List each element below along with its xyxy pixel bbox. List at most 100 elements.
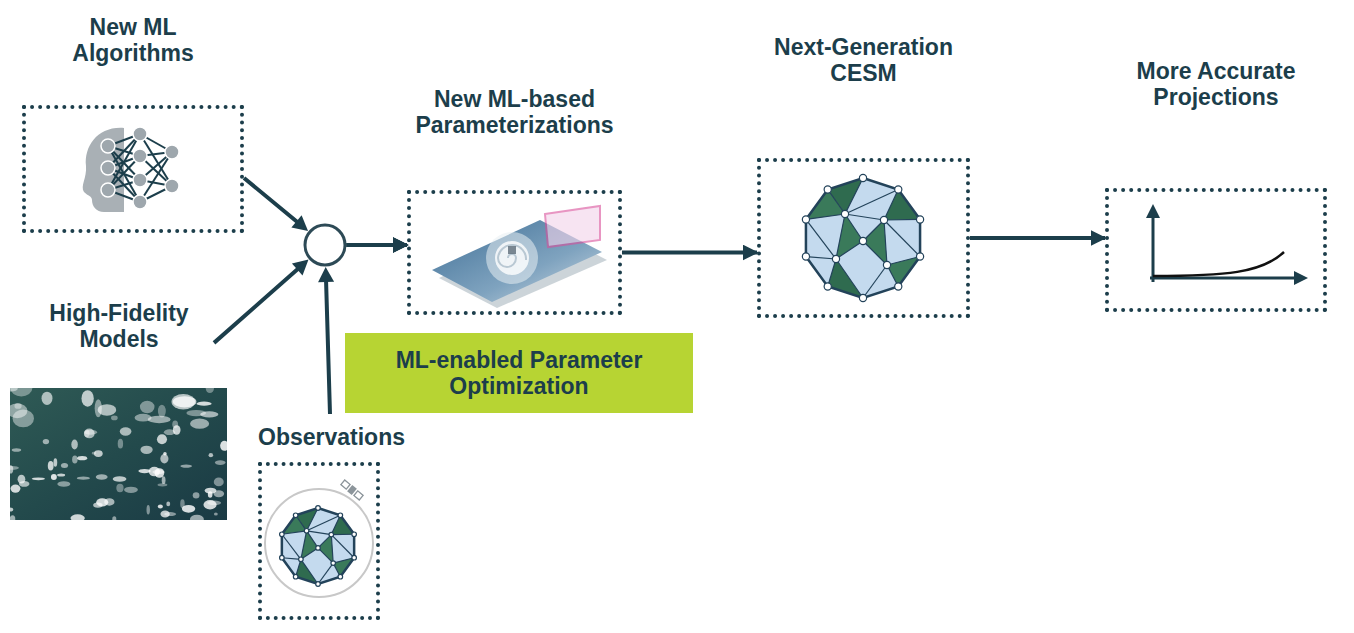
cesm-globe-icon-part — [859, 237, 866, 244]
observation-globe-icon-part-part — [341, 480, 350, 489]
neural-network-icon-part — [165, 179, 179, 193]
cesm-globe-icon — [802, 174, 923, 301]
hurricane-sheet-illustration-part — [495, 241, 529, 275]
observation-globe-icon-part — [338, 574, 343, 579]
observation-globe-icon-part — [293, 574, 298, 579]
observation-globe-icon-part — [280, 555, 285, 560]
cesm-globe-icon-part — [806, 214, 845, 219]
cesm-globe-icon-part — [887, 257, 920, 287]
observation-globe-icon-part — [331, 535, 333, 564]
arrowhead — [292, 260, 309, 276]
observation-globe-icon-part — [301, 548, 318, 559]
satellite-image-part — [81, 390, 93, 407]
satellite-image-part — [53, 458, 57, 467]
satellite-image-part — [166, 502, 170, 507]
dotted-box: New ML-based Parameterizations — [407, 190, 622, 315]
satellite-image-part — [186, 410, 206, 416]
cesm-globe-icon-part — [806, 257, 836, 259]
satellite-image-part — [207, 500, 221, 505]
satellite-image-part — [98, 404, 117, 416]
neural-network-icon-part — [83, 128, 124, 212]
cesm-globe-icon-part — [845, 214, 863, 241]
cesm-globe-icon-part — [916, 253, 923, 260]
satellite-image-part — [10, 507, 13, 511]
hurricane-sheet-illustration-part — [508, 246, 516, 254]
satellite-image-part — [215, 460, 226, 465]
satellite-image-part — [214, 490, 225, 497]
satellite-image-part — [162, 476, 166, 484]
satellite-image-part — [57, 481, 70, 487]
observation-globe-icon-part-part — [354, 491, 363, 500]
satellite-image-part — [157, 483, 167, 486]
satellite-image-part — [96, 474, 108, 480]
image-block: High-Fidelity Models — [10, 300, 228, 522]
hurricane-sheet-illustration-part — [486, 232, 538, 284]
satellite-image-part — [42, 392, 53, 405]
satellite-image-part — [51, 474, 57, 480]
satellite-image-part — [180, 464, 192, 467]
satellite-image-part — [214, 513, 218, 516]
satellite-image-part — [120, 427, 132, 435]
cesm-globe-icon-part — [859, 294, 866, 301]
cesm-globe-icon-part — [824, 283, 831, 290]
satellite-image-part — [77, 476, 90, 479]
satellite-image-part — [92, 452, 97, 455]
satellite-image-part — [10, 388, 32, 396]
hurricane-sheet-illustration-part — [545, 206, 600, 247]
observation-globe-icon-part — [299, 557, 304, 562]
observation-globe-icon-part — [316, 546, 321, 551]
satellite-image-part — [19, 481, 29, 487]
cesm-globe-icon-part — [824, 186, 831, 193]
observation-globe-icon-part — [331, 515, 340, 534]
satellite-image-part — [43, 439, 49, 444]
observation-globe-icon-part — [338, 513, 343, 518]
dotted-box: More Accurate Projections — [1105, 188, 1327, 312]
neural-network-icon-part — [101, 161, 115, 175]
cesm-globe-icon-part — [845, 214, 884, 220]
satellite-image-part — [11, 484, 21, 492]
arrowhead — [291, 215, 308, 231]
projection-chart-icon — [1146, 204, 1308, 285]
projection-chart-icon-part — [1294, 271, 1308, 285]
cesm-globe-icon-part — [863, 241, 887, 265]
node-heading: New ML-based Parameterizations — [395, 86, 635, 139]
projection-chart-icon-part — [1146, 204, 1160, 218]
neural-network-icon-part — [133, 149, 147, 163]
cesm-globe-icon-part — [841, 210, 848, 217]
observation-globe-icon-part — [331, 535, 354, 558]
satellite-image-part — [12, 448, 21, 452]
cesm-globe-icon-part — [884, 219, 920, 221]
node-label: High-Fidelity Models — [24, 300, 214, 353]
dotted-box: Observations — [258, 462, 380, 620]
observation-globe-icon-part — [282, 508, 354, 584]
cesm-globe-icon-part — [884, 220, 920, 257]
cesm-globe-icon-part — [883, 261, 890, 268]
dotted-box: New ML Algorithms — [22, 105, 244, 233]
satellite-image-part — [140, 446, 152, 454]
neural-network-icon-part — [165, 145, 179, 159]
observation-globe-icon-part — [329, 532, 334, 537]
satellite-image-part — [220, 441, 227, 451]
satellite-image-part — [214, 478, 224, 487]
neural-network-icon-part — [133, 195, 147, 209]
arrow-connector — [622, 251, 757, 255]
cesm-globe-icon-part — [859, 174, 866, 181]
observation-globe-icon-part — [331, 561, 336, 566]
satellite-image-part — [10, 403, 27, 418]
satellite-image-part — [140, 401, 155, 414]
satellite-image-part — [135, 414, 152, 422]
neural-network-icon-part — [133, 127, 147, 141]
cesm-globe-icon-part — [836, 214, 863, 259]
neural-network-icon-part — [101, 183, 115, 197]
cesm-globe-icon-part — [832, 255, 839, 262]
cesm-globe-icon-part — [828, 189, 845, 214]
cesm-globe-icon-part — [884, 189, 898, 220]
satellite-image-part — [61, 463, 68, 468]
cesm-globe-icon-part — [884, 220, 887, 265]
satellite-image-part — [113, 476, 127, 482]
observation-globe-icon-part — [280, 532, 285, 537]
cesm-globe-icon-part — [802, 216, 809, 223]
cesm-globe-icon-part — [806, 178, 920, 298]
hurricane-sheet-illustration-part — [498, 245, 526, 267]
